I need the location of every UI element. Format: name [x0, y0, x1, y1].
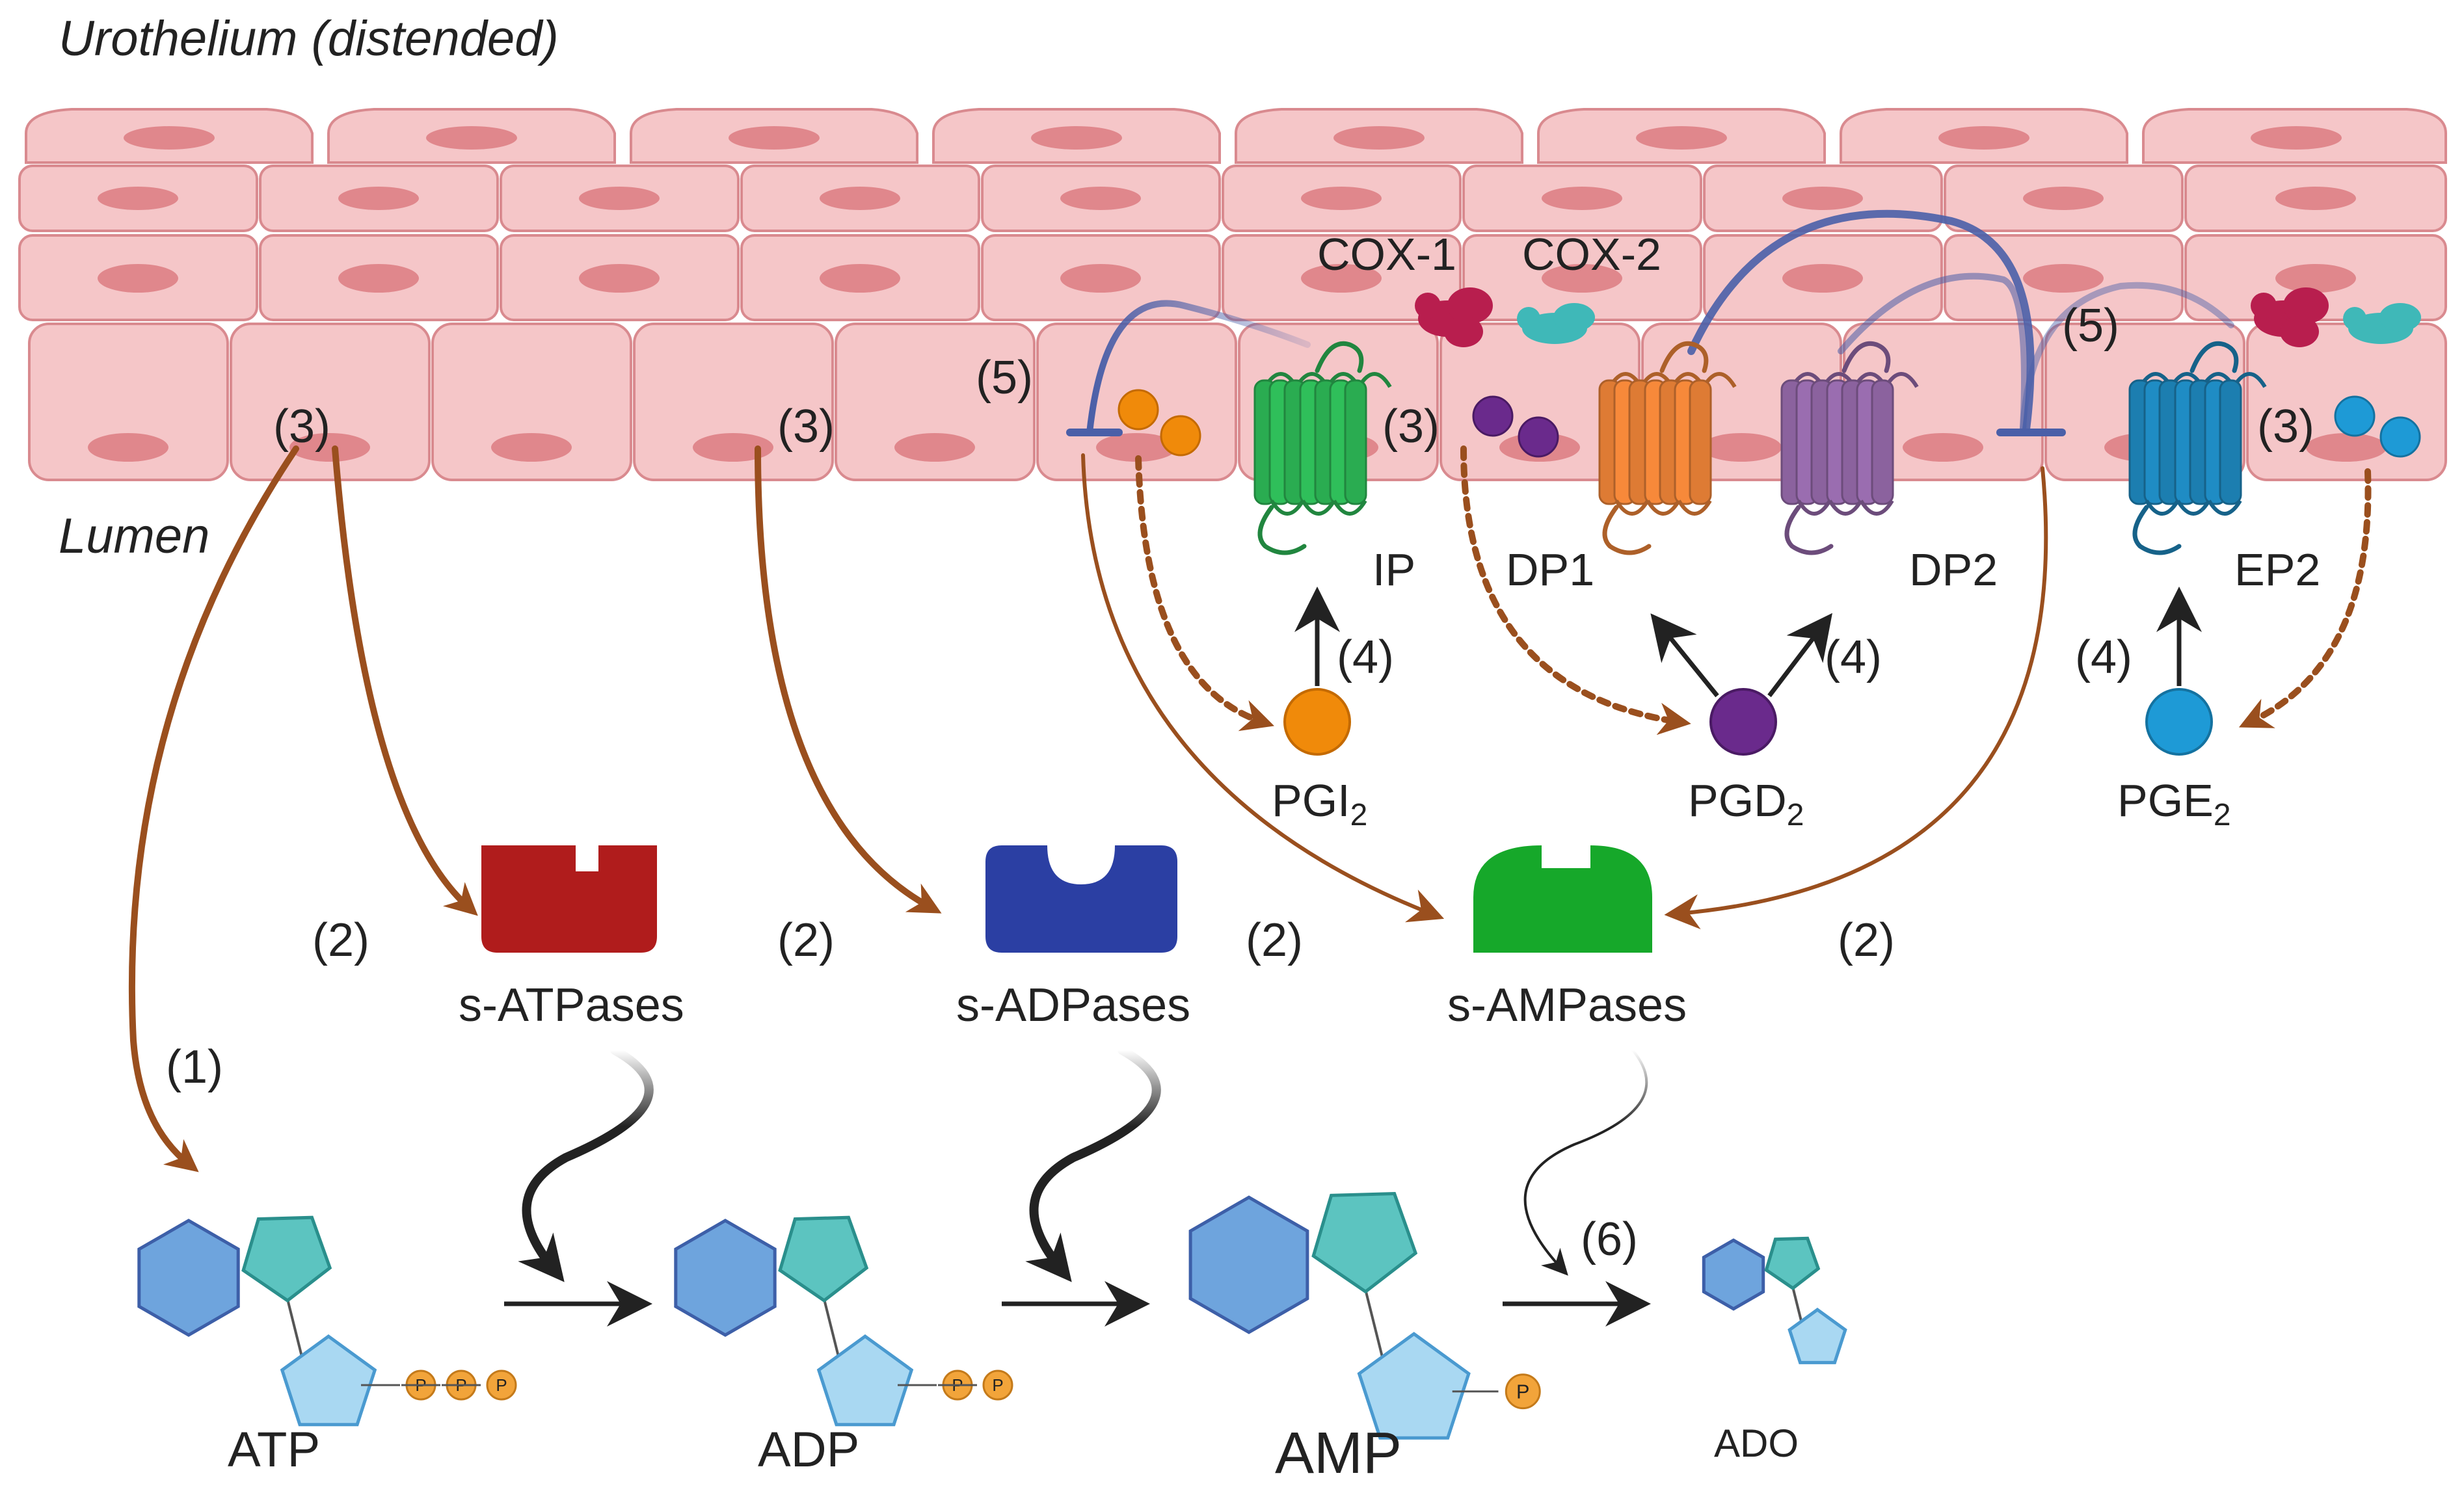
dp2-receptor-label: DP2	[1909, 544, 1998, 595]
amp-molecule-icon: P	[1188, 1191, 1541, 1440]
s-ampase-label: s-AMPases	[1447, 979, 1687, 1031]
hydrolysis-arrows	[518, 1046, 1648, 1282]
inhibition-arc-dp2	[1838, 272, 2028, 432]
ampase-release-arrow-right	[1664, 466, 2048, 930]
step4-label-c: (4)	[2075, 631, 2132, 683]
binding-arrows	[1294, 587, 2202, 698]
ado-molecule-icon	[1702, 1236, 1847, 1364]
phosphate-icon	[486, 1369, 517, 1401]
cell-nuclei	[88, 126, 2387, 462]
amp-label: AMP	[1275, 1421, 1402, 1486]
pgi-intracellular	[1118, 389, 1201, 456]
pge2-label: PGE2	[2117, 775, 2231, 832]
pge-intracellular	[2334, 395, 2421, 458]
phosphate-label: P	[992, 1375, 1003, 1395]
pgd2-molecule	[1709, 688, 1777, 756]
step5-label-b: (5)	[2062, 300, 2119, 352]
nucleotide-labels: ATP ADP AMP ADO	[228, 1421, 1799, 1486]
phosphate-icon	[1505, 1373, 1541, 1410]
cox2-label: COX-2	[1522, 229, 1661, 280]
ep2-receptor-icon	[2128, 341, 2267, 555]
s-ampase-icon	[1473, 845, 1652, 953]
cox1-enzyme-icon	[1415, 287, 1493, 347]
cox2-enzyme-icon	[2343, 303, 2421, 344]
s-adpase-icon	[985, 845, 1177, 953]
cell-row-top	[25, 108, 2447, 164]
cell-row-2	[18, 165, 2447, 232]
dp2-receptor-icon	[1780, 341, 1919, 555]
pgd-intracellular	[1472, 395, 1559, 458]
tissue-label: Urothelium (distended)	[59, 11, 559, 66]
step4-label-a: (4)	[1337, 631, 1394, 683]
step1-label: (1)	[166, 1041, 223, 1093]
phosphate-icon	[982, 1369, 1013, 1401]
pgd2-to-dp1-arrow	[1650, 613, 1719, 698]
ip-receptor-icon	[1253, 341, 1392, 555]
enzyme-labels: s-ATPases s-ADPases s-AMPases	[459, 979, 1687, 1031]
step3-label-d: (3)	[2257, 401, 2314, 453]
s-atpase-label: s-ATPases	[459, 979, 684, 1031]
lumen-label: Lumen	[59, 509, 209, 564]
atp-release-arrow	[128, 445, 299, 1172]
cell-row-basal	[28, 323, 2447, 481]
adpase-release-arrow	[755, 445, 942, 914]
pgi-secretion-arrow	[1135, 455, 1274, 732]
inhibition-arc-dp1	[1687, 209, 2035, 433]
pgd-secretion-arrow	[1460, 445, 1691, 735]
step2-label-a: (2)	[312, 914, 369, 966]
phosphate-label: P	[496, 1375, 507, 1395]
atpase-release-arrow	[332, 445, 478, 916]
adp-label: ADP	[758, 1422, 859, 1477]
pge2-molecule	[2145, 688, 2213, 756]
cox1-label: COX-1	[1317, 229, 1456, 280]
urothelium	[18, 108, 2447, 481]
dp1-receptor-label: DP1	[1506, 544, 1594, 595]
prostaglandin-labels: PGI2 PGD2 PGE2	[1272, 775, 2231, 832]
step3-label-a: (3)	[273, 401, 330, 453]
step2-label-b: (2)	[777, 914, 835, 966]
pgd2-to-dp2-arrow	[1767, 613, 1832, 698]
ampase-release-arrow-left	[1081, 453, 1445, 923]
pgi2-molecule	[1283, 688, 1351, 756]
pge-secretion-arrow	[2238, 468, 2372, 728]
ampase-catalysis-arrow	[1523, 1049, 1648, 1276]
atpase-catalysis-arrow	[518, 1046, 654, 1282]
inhibition-arcs	[1066, 209, 2234, 436]
step6-label: (6)	[1581, 1213, 1638, 1265]
adpase-catalysis-arrow	[1025, 1046, 1161, 1282]
pgd2-label: PGD2	[1688, 775, 1804, 832]
dp1-receptor-icon	[1598, 341, 1737, 555]
step3-label-b: (3)	[777, 401, 835, 453]
s-adpase-label: s-ADPases	[956, 979, 1190, 1031]
step-labels: (3) (3) (3) (3) (5) (5) (4) (4) (4) (2) …	[166, 300, 2314, 1265]
ip-receptor-label: IP	[1373, 544, 1415, 595]
ep2-receptor-label: EP2	[2234, 544, 2320, 595]
ado-label: ADO	[1714, 1422, 1799, 1465]
step3-label-c: (3)	[1382, 401, 1440, 453]
release-arrows	[128, 445, 2372, 1172]
step2-label-d: (2)	[1838, 914, 1895, 966]
cox2-enzyme-icon	[1517, 303, 1595, 344]
step4-label-b: (4)	[1825, 631, 1882, 683]
atp-label: ATP	[228, 1422, 320, 1477]
cox1-enzyme-icon	[2251, 287, 2329, 347]
s-atpase-icon	[481, 845, 657, 953]
phosphate-label: P	[1516, 1380, 1529, 1403]
inhibition-arc-ep2	[2020, 282, 2234, 432]
step2-label-c: (2)	[1246, 914, 1303, 966]
step5-label-a: (5)	[976, 352, 1033, 404]
pgi2-label: PGI2	[1272, 775, 1367, 832]
inhibition-arc-ip	[1086, 300, 1311, 436]
